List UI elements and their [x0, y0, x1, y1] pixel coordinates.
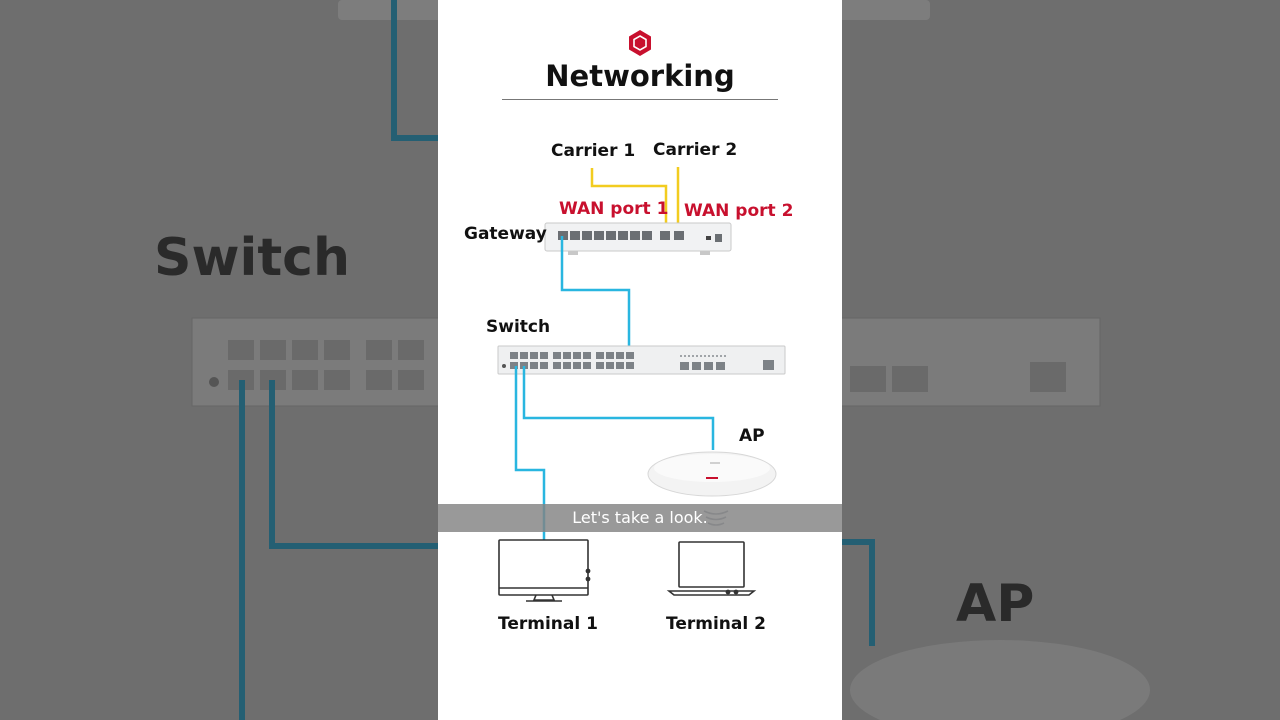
switch-label: Switch [486, 317, 551, 337]
background-switch-label: Switch [154, 228, 351, 288]
switch-device [497, 345, 786, 375]
wan-port-2-label: WAN port 2 [684, 201, 794, 221]
carrier2-label: Carrier 2 [653, 140, 738, 160]
gateway-label: Gateway [464, 224, 547, 244]
caption-subtitle: Let's take a look. [438, 504, 842, 532]
gateway-device [544, 222, 732, 255]
carrier1-label: Carrier 1 [551, 141, 636, 161]
ap-label: AP [739, 426, 765, 446]
switch-ap-link [522, 366, 715, 450]
gateway-switch-link [560, 236, 631, 354]
background-ap-label: AP [956, 574, 1035, 634]
network-diagram [497, 30, 786, 602]
access-point-device [647, 451, 777, 497]
wan-port-1-label: WAN port 1 [559, 199, 669, 219]
monitor-icon [498, 539, 589, 602]
title-divider [502, 99, 778, 100]
carrier1-link [590, 168, 668, 232]
page-title: Networking [545, 59, 735, 93]
terminal2-label: Terminal 2 [666, 614, 766, 634]
carrier-links [590, 167, 680, 232]
laptop-icon [666, 541, 757, 596]
hexagon-logo-icon [629, 30, 651, 56]
diagram-panel: Networking Carrier 1 Carrier 2 WAN port … [438, 0, 842, 720]
terminal1-label: Terminal 1 [498, 614, 598, 634]
